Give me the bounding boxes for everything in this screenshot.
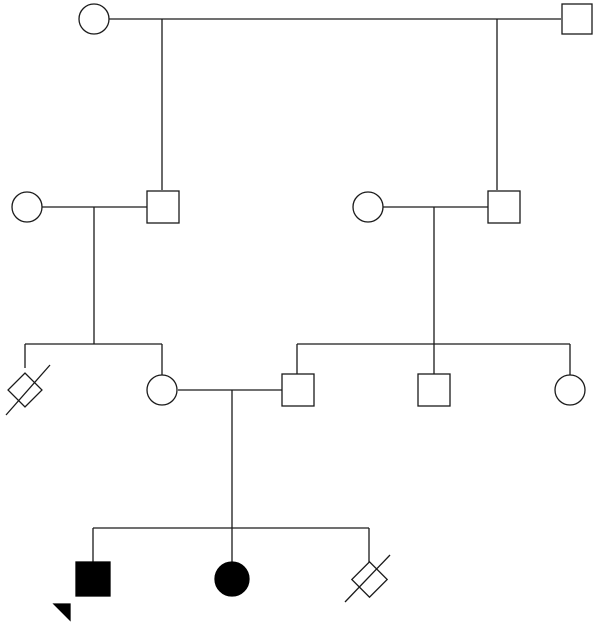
g3-mother-symbol	[146, 374, 178, 406]
proband-arrow-icon	[52, 603, 71, 622]
g4-deceased-unknown-sex-symbol	[344, 554, 391, 603]
g3-father-symbol	[281, 373, 315, 407]
g2-son-left-symbol	[146, 190, 180, 224]
g1-female-symbol	[78, 3, 110, 35]
g3-deceased-unknown-sex-symbol	[5, 364, 51, 416]
g3-brother-symbol	[417, 373, 451, 407]
g4-proband-symbol	[75, 561, 111, 597]
g2-spouse-female-right-symbol	[352, 191, 384, 223]
g3-sister-symbol	[554, 374, 586, 406]
g1-male-symbol	[561, 3, 593, 35]
g2-son-right-symbol	[487, 190, 521, 224]
g4-affected-daughter-symbol	[214, 561, 250, 597]
g2-spouse-female-left-symbol	[11, 191, 43, 223]
